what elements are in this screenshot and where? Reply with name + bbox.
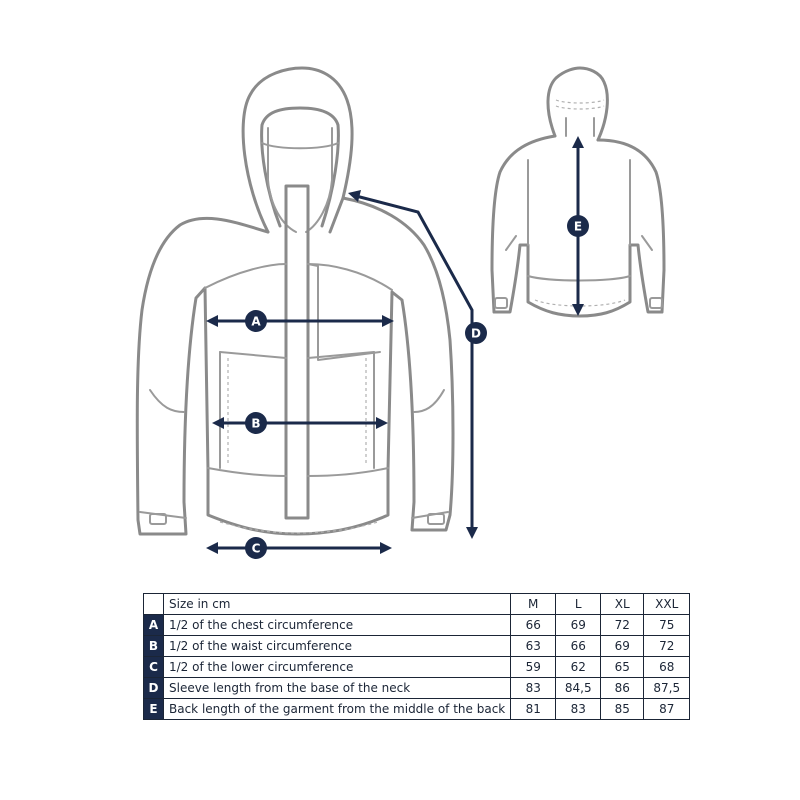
jacket-back-view bbox=[490, 66, 666, 318]
jacket-front-view bbox=[135, 66, 455, 536]
row-value-xl: 65 bbox=[600, 656, 645, 678]
measure-line-a: A bbox=[206, 310, 394, 332]
row-value-xl: 69 bbox=[600, 635, 645, 657]
header-size-l: L bbox=[555, 593, 602, 615]
row-code-badge: B bbox=[143, 635, 164, 657]
size-chart-table: Size in cm M L XL XXL A 1/2 of the chest… bbox=[143, 593, 691, 720]
measure-line-d: D bbox=[348, 190, 487, 539]
header-size-xxl: XXL bbox=[643, 593, 691, 615]
header-label-cell: Size in cm bbox=[162, 593, 512, 615]
row-value-l: 69 bbox=[555, 614, 602, 636]
row-code-badge: C bbox=[143, 656, 164, 678]
row-value-xxl: 72 bbox=[643, 635, 691, 657]
row-value-xl: 86 bbox=[600, 677, 645, 699]
row-value-m: 81 bbox=[510, 698, 557, 720]
marker-e-label: E bbox=[574, 220, 582, 234]
marker-a-label: A bbox=[251, 315, 261, 329]
row-value-xl: 72 bbox=[600, 614, 645, 636]
table-row: C 1/2 of the lower circumference 59 62 6… bbox=[143, 656, 691, 678]
table-row: B 1/2 of the waist circumference 63 66 6… bbox=[143, 635, 691, 657]
table-row: A 1/2 of the chest circumference 66 69 7… bbox=[143, 614, 691, 636]
row-label: 1/2 of the waist circumference bbox=[162, 635, 512, 657]
row-value-l: 66 bbox=[555, 635, 602, 657]
row-value-xxl: 68 bbox=[643, 656, 691, 678]
row-label: 1/2 of the lower circumference bbox=[162, 656, 512, 678]
row-value-xl: 85 bbox=[600, 698, 645, 720]
marker-b-label: B bbox=[251, 417, 260, 431]
row-value-m: 59 bbox=[510, 656, 557, 678]
header-size-m: M bbox=[510, 593, 557, 615]
table-row: E Back length of the garment from the mi… bbox=[143, 698, 691, 720]
row-value-l: 84,5 bbox=[555, 677, 602, 699]
row-code-badge: D bbox=[143, 677, 164, 699]
marker-d-label: D bbox=[471, 327, 481, 341]
row-code-badge: A bbox=[143, 614, 164, 636]
measure-line-c: C bbox=[206, 537, 392, 559]
row-value-xxl: 87,5 bbox=[643, 677, 691, 699]
row-value-l: 62 bbox=[555, 656, 602, 678]
row-label: Sleeve length from the base of the neck bbox=[162, 677, 512, 699]
row-code-badge: E bbox=[143, 698, 164, 720]
header-code-cell bbox=[143, 593, 164, 615]
table-header-row: Size in cm M L XL XXL bbox=[143, 593, 691, 615]
measure-line-e: E bbox=[567, 136, 589, 316]
row-value-l: 83 bbox=[555, 698, 602, 720]
header-size-xl: XL bbox=[600, 593, 645, 615]
jacket-measurement-diagram: A B C D E bbox=[135, 66, 666, 559]
marker-c-label: C bbox=[252, 542, 261, 556]
row-value-m: 83 bbox=[510, 677, 557, 699]
row-value-m: 66 bbox=[510, 614, 557, 636]
row-value-xxl: 75 bbox=[643, 614, 691, 636]
measure-line-b: B bbox=[212, 412, 388, 434]
row-label: Back length of the garment from the midd… bbox=[162, 698, 512, 720]
row-value-m: 63 bbox=[510, 635, 557, 657]
row-value-xxl: 87 bbox=[643, 698, 691, 720]
table-row: D Sleeve length from the base of the nec… bbox=[143, 677, 691, 699]
row-label: 1/2 of the chest circumference bbox=[162, 614, 512, 636]
